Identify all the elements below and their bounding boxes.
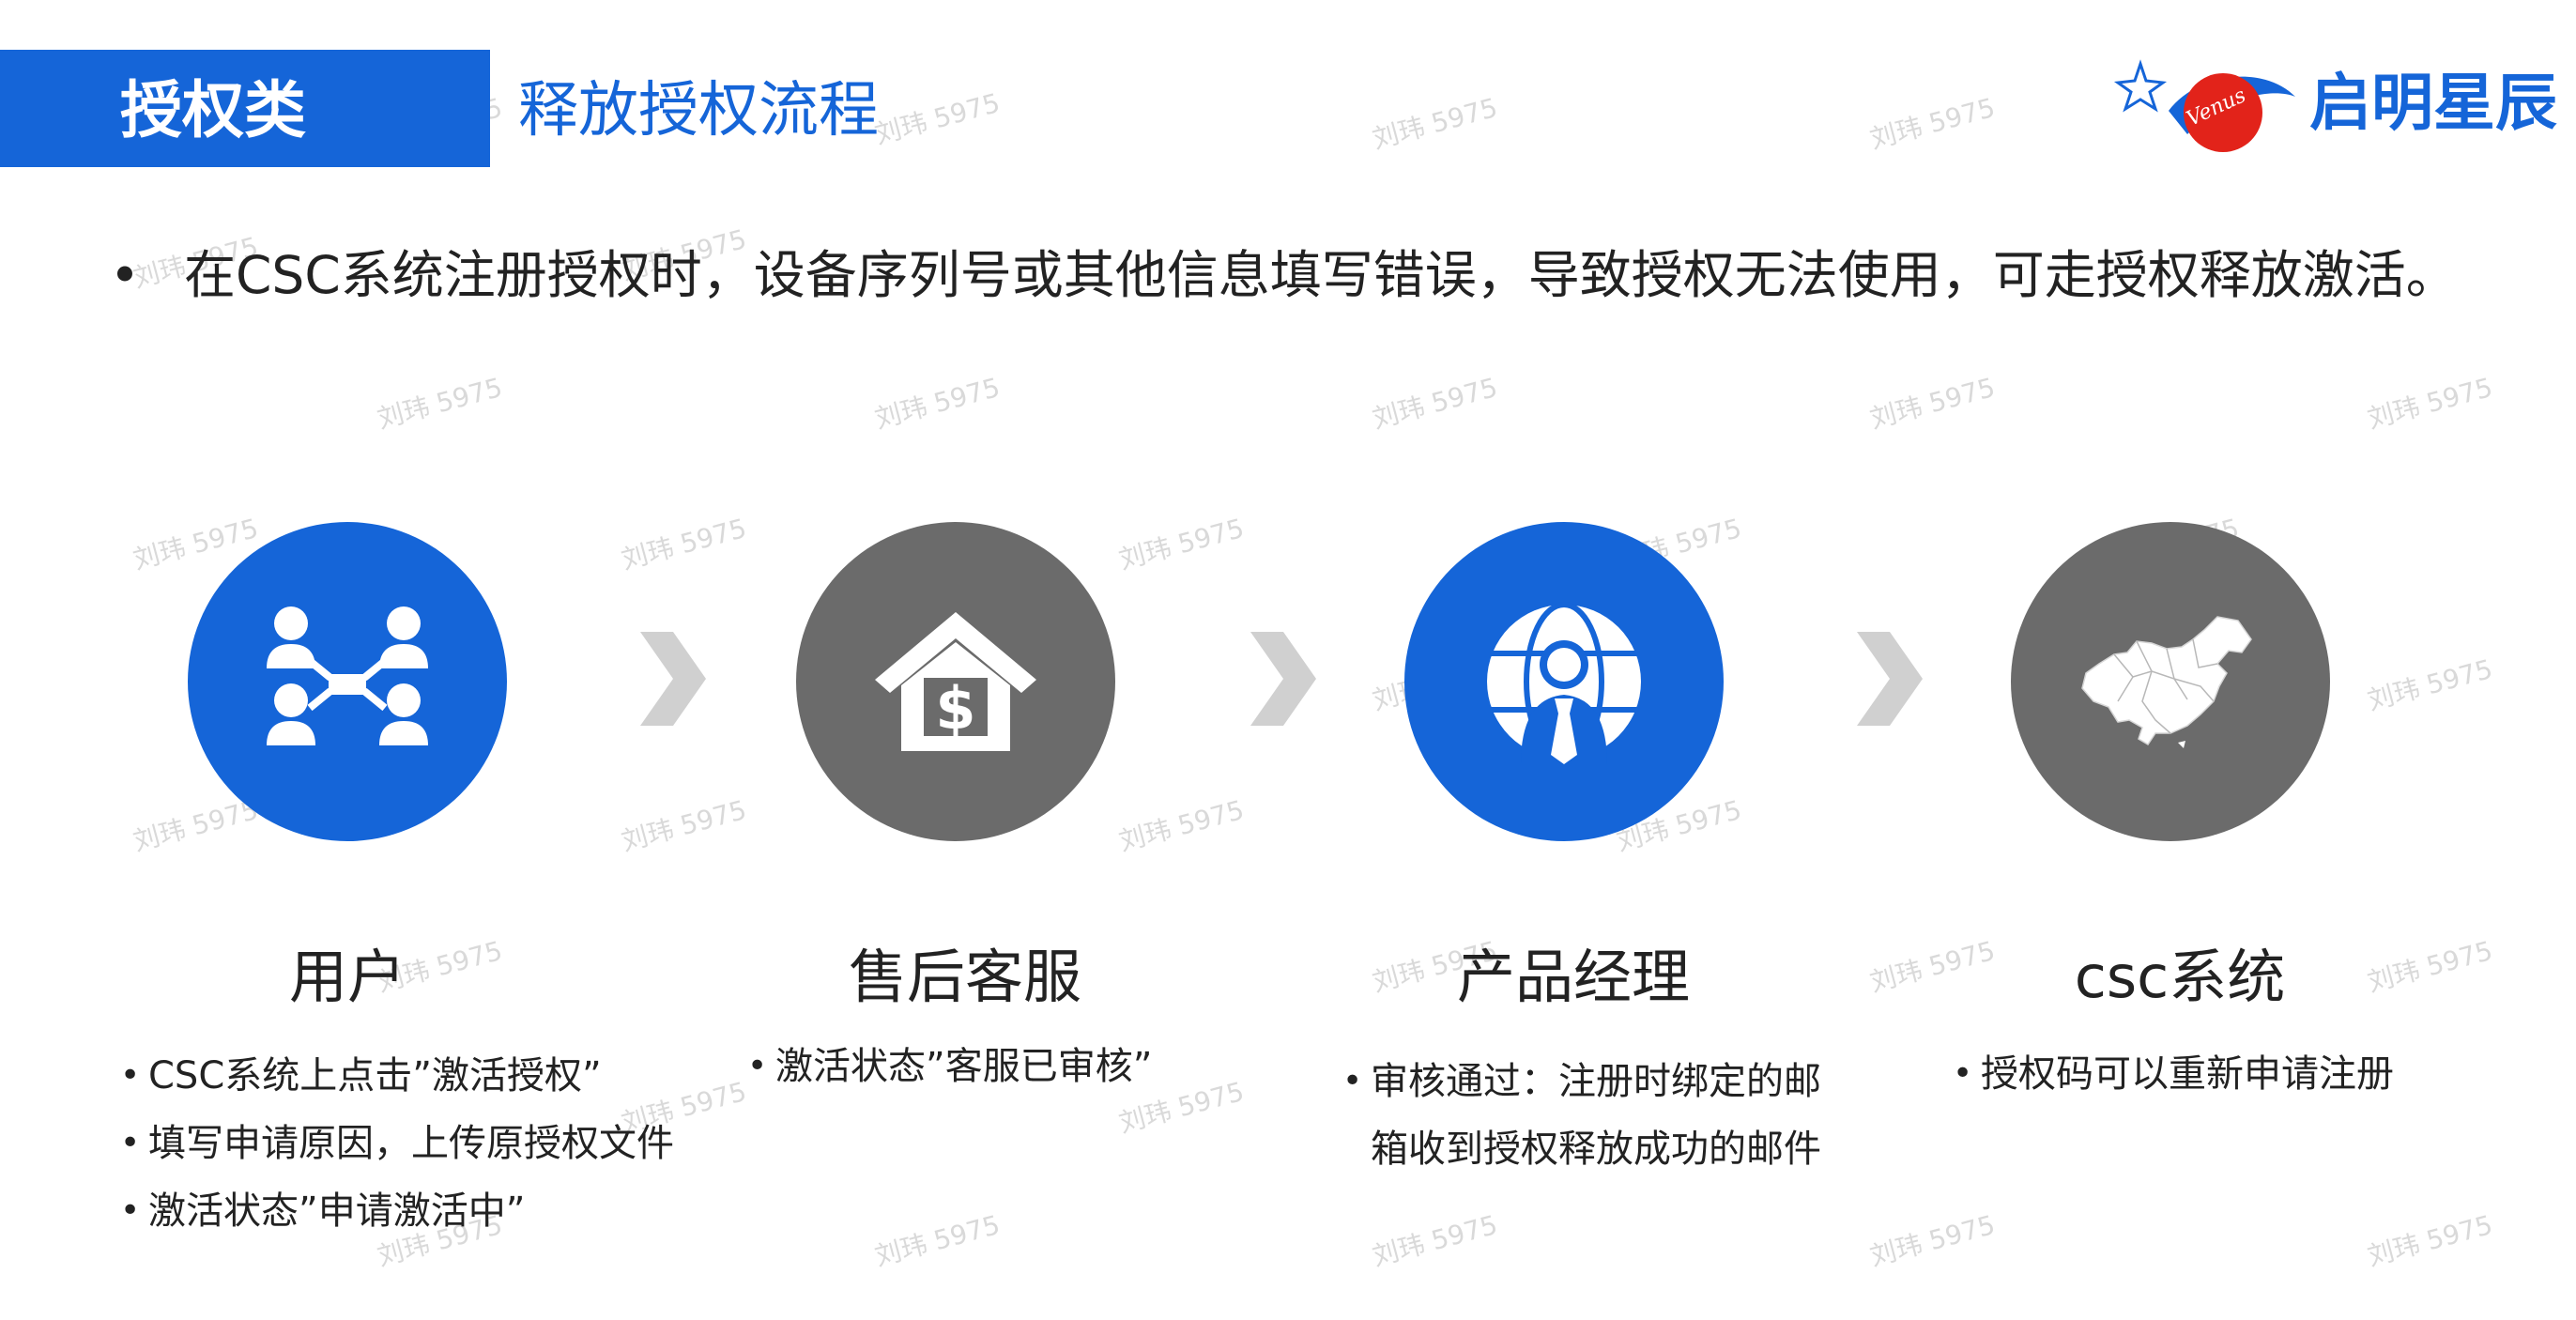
step-csc-circle: [2011, 522, 2330, 841]
category-label: 授权类: [120, 74, 306, 146]
step-title-manager: 产品经理: [1456, 943, 1690, 1011]
watermark-text: 刘玮 5975: [2364, 934, 2496, 999]
page-title: 释放授权流程: [518, 76, 879, 146]
chevron-right-icon: [640, 632, 706, 726]
people-network-icon: [267, 606, 428, 745]
list-item: 审核通过：注册时绑定的邮箱收到授权释放成功的邮件: [1342, 1048, 1831, 1183]
step-title-user: 用户: [288, 943, 406, 1011]
step-user-bullets: CSC系统上点击”激活授权” 填写申请原因，上传原授权文件 激活状态”申请激活中…: [120, 1042, 674, 1245]
watermark-text: 刘玮 5975: [1866, 91, 1999, 156]
china-map-icon: [2081, 616, 2252, 748]
watermark-text: 刘玮 5975: [1866, 934, 1999, 999]
step-user-circle: [188, 522, 507, 841]
step-manager-circle: [1404, 522, 1724, 841]
intro-text: 在CSC系统注册授权时，设备序列号或其他信息填写错误，导致授权无法使用，可走授权…: [184, 245, 2458, 305]
watermark-text: 刘玮 5975: [1115, 512, 1248, 576]
watermark-text: 刘玮 5975: [871, 1208, 1004, 1273]
watermark-text: 刘玮 5975: [618, 512, 750, 576]
logo-name: 启明星辰: [2309, 67, 2557, 139]
list-item: 授权码可以重新申请注册: [1953, 1040, 2394, 1108]
watermark-text: 刘玮 5975: [1369, 371, 1501, 436]
list-item: 填写申请原因，上传原授权文件: [120, 1110, 674, 1177]
venus-logo-icon: Venus: [2113, 59, 2295, 152]
watermark-text: 刘玮 5975: [618, 793, 750, 858]
list-item: 激活状态”客服已审核”: [747, 1033, 1152, 1100]
header-bar: [0, 50, 490, 167]
step-title-service: 售后客服: [848, 943, 1081, 1011]
watermark-text: 刘玮 5975: [871, 86, 1004, 151]
bullet-marker: •: [109, 245, 141, 305]
watermark-text: 刘玮 5975: [1115, 793, 1248, 858]
chevron-right-icon: [1857, 632, 1923, 726]
watermark-text: 刘玮 5975: [2364, 371, 2496, 436]
watermark-text: 刘玮 5975: [1866, 1208, 1999, 1273]
svg-text:$: $: [935, 674, 975, 743]
list-item: CSC系统上点击”激活授权”: [120, 1042, 674, 1110]
house-dollar-icon: $: [875, 612, 1036, 751]
chevron-right-icon: [1250, 632, 1316, 726]
watermark-text: 刘玮 5975: [1369, 1208, 1501, 1273]
watermark-text: 刘玮 5975: [2364, 1208, 2496, 1273]
step-manager-bullets: 审核通过：注册时绑定的邮箱收到授权释放成功的邮件: [1342, 1048, 1831, 1183]
company-logo: Venus 启明星辰: [2112, 45, 2557, 158]
intro-bullet: • 在CSC系统注册授权时，设备序列号或其他信息填写错误，导致授权无法使用，可走…: [101, 233, 2505, 317]
watermark-text: 刘玮 5975: [374, 371, 506, 436]
step-service-bullets: 激活状态”客服已审核”: [747, 1033, 1152, 1100]
list-item: 激活状态”申请激活中”: [120, 1177, 674, 1245]
watermark-text: 刘玮 5975: [2364, 652, 2496, 717]
watermark-text: 刘玮 5975: [1866, 371, 1999, 436]
step-service-circle: $: [796, 522, 1115, 841]
step-csc-bullets: 授权码可以重新申请注册: [1953, 1040, 2394, 1108]
watermark-text: 刘玮 5975: [871, 371, 1004, 436]
watermark-text: 刘玮 5975: [1369, 91, 1501, 156]
globe-businessman-icon: [1487, 602, 1641, 764]
step-title-csc: csc系统: [2074, 943, 2286, 1011]
